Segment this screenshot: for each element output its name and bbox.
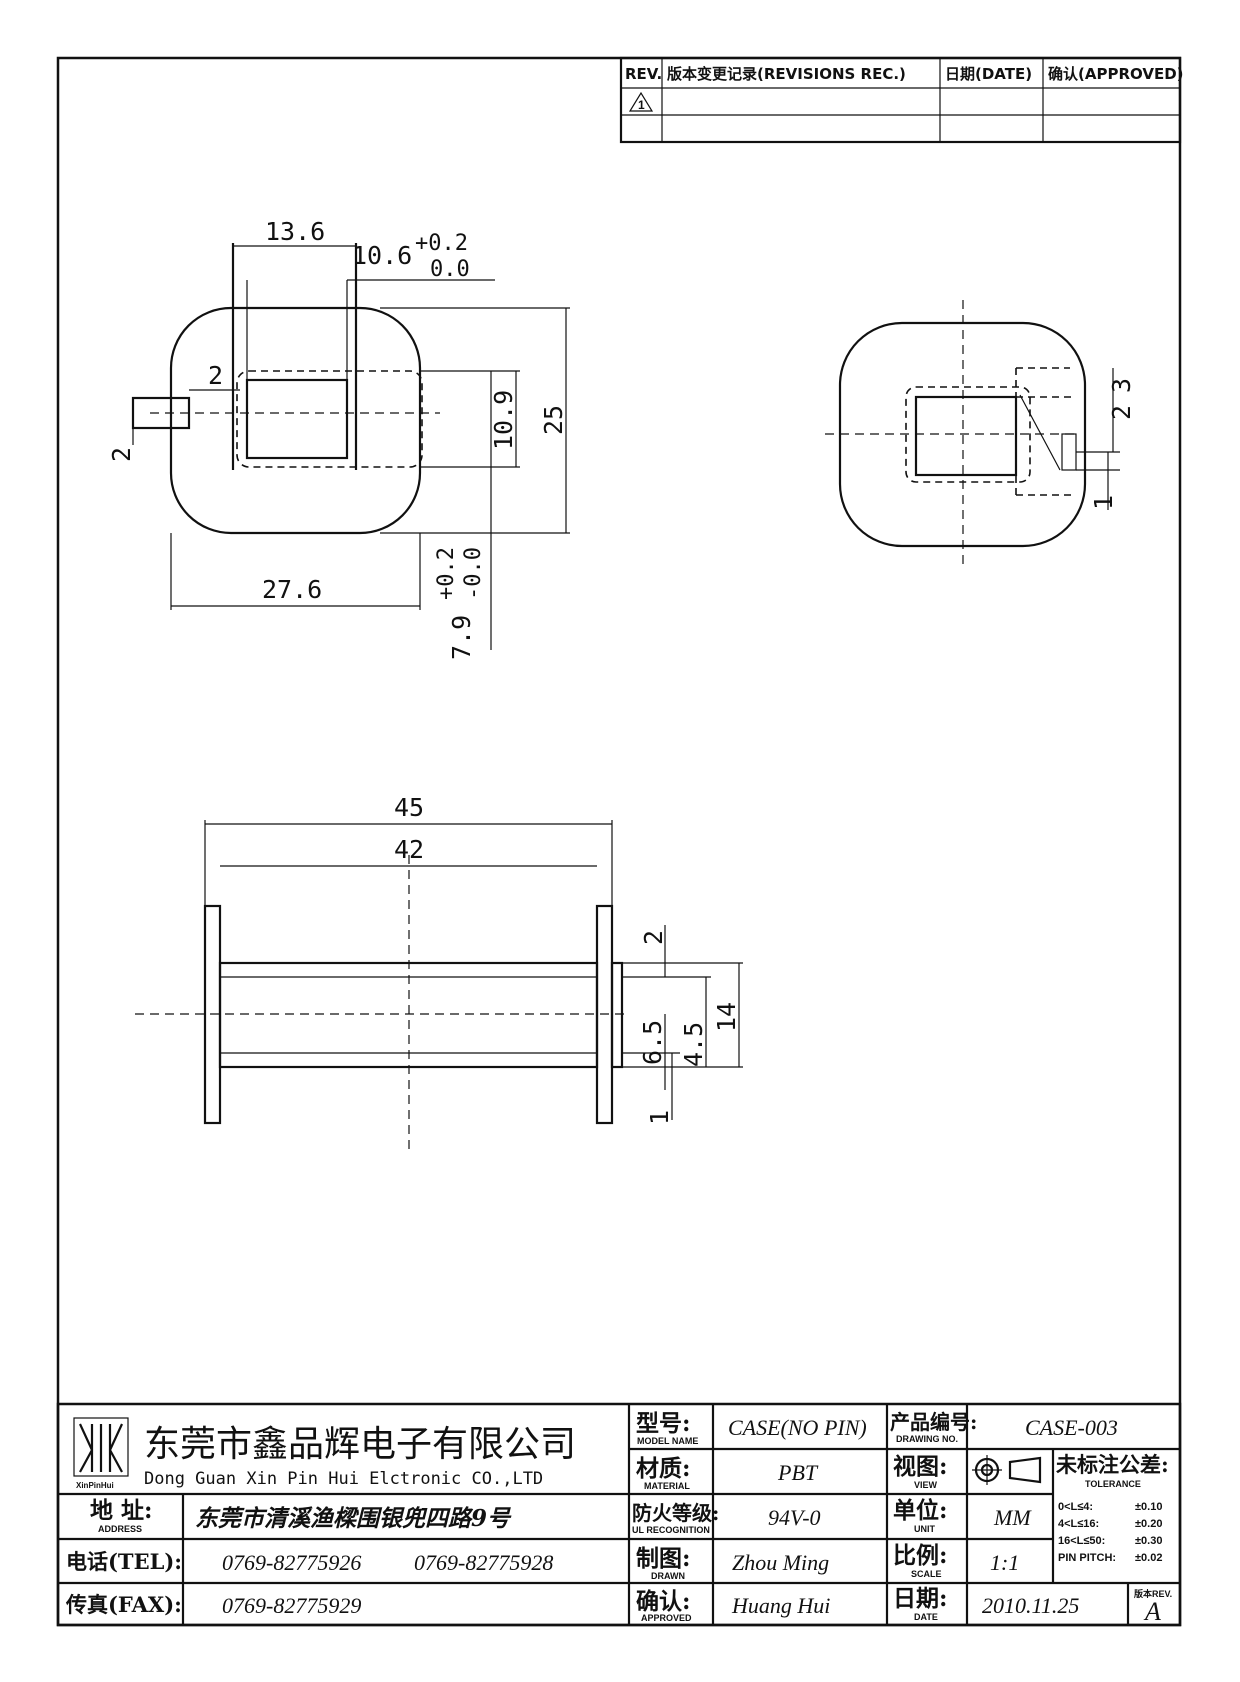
address-value: 东莞市清溪渔樑围银兜四路9号 [195, 1505, 512, 1532]
side-dim-2: 2 [1107, 405, 1136, 420]
tolerance-value-0: ±0.10 [1135, 1501, 1162, 1513]
dim-25: 25 [539, 405, 568, 435]
fax-value: 0769-82775929 [222, 1593, 361, 1618]
revision-triangle-icon: 1 [628, 91, 654, 112]
view-label-en: VIEW [914, 1480, 938, 1490]
date-label: 日期: [893, 1585, 948, 1612]
side-view: 2 3 1 [825, 300, 1136, 570]
approved-label: 确认: [636, 1588, 691, 1615]
tolerance-label-en: TOLERANCE [1085, 1479, 1141, 1489]
flame-label-en: UL RECOGNITION [632, 1525, 710, 1535]
side-view-inner-hidden [905, 386, 1031, 483]
scale-label: 比例: [893, 1542, 948, 1569]
tel-label: 电话(TEL): [66, 1549, 182, 1574]
approved-value: Huang Hui [731, 1593, 830, 1618]
top-view-flange-outline [169, 306, 422, 535]
third-angle-projection-icon [972, 1455, 1042, 1485]
material-label: 材质: [636, 1455, 691, 1482]
drawn-value: Zhou Ming [732, 1550, 829, 1575]
rev-header: REV. [625, 65, 662, 83]
dim-7-9-upper-tol: +0.2 [434, 547, 459, 600]
address-label: 地 址: [90, 1497, 153, 1524]
tolerance-value-3: ±0.02 [1135, 1552, 1162, 1564]
tolerance-value-2: ±0.30 [1135, 1535, 1162, 1547]
model-label-en: MODEL NAME [637, 1436, 698, 1446]
scale-label-en: SCALE [911, 1569, 942, 1579]
revision-date-header: 日期(DATE) [945, 65, 1032, 83]
front-view-pin-stub [610, 961, 624, 1069]
dim-2-tab: 2 [208, 361, 223, 390]
flame-label: 防火等级: [632, 1501, 719, 1525]
rev-label: 版本REV. [1133, 1588, 1172, 1599]
model-value: CASE(NO PIN) [728, 1415, 867, 1440]
material-label-en: MATERIAL [644, 1481, 690, 1491]
dim-10-6: 10.6 [352, 241, 412, 270]
front-dim-45: 45 [394, 793, 424, 822]
front-dim-4-5: 4.5 [679, 1022, 708, 1067]
front-dim-6-5: 6.5 [638, 1020, 667, 1065]
company-name-en: Dong Guan Xin Pin Hui Elctronic CO.,LTD [144, 1469, 543, 1489]
top-view-inner-hidden [236, 370, 423, 468]
tolerance-range-0: 0<L≤4: [1058, 1501, 1093, 1513]
tel-value-1: 0769-82775926 [222, 1550, 361, 1575]
dim-10-6-lower-tol: 0.0 [430, 257, 470, 282]
material-value: PBT [777, 1460, 819, 1485]
tolerance-range-3: PIN PITCH: [1058, 1552, 1116, 1564]
side-dim-1: 1 [1089, 495, 1118, 510]
dim-7-9: 7.9 [447, 615, 476, 660]
tolerance-range-2: 16<L≤50: [1058, 1535, 1105, 1547]
date-value: 2010.11.25 [982, 1593, 1079, 1618]
front-dim-14: 14 [712, 1002, 741, 1032]
drawn-label: 制图: [636, 1545, 691, 1572]
svg-text:XinPinHui: XinPinHui [76, 1481, 114, 1490]
tel-value-2: 0769-82775928 [414, 1550, 553, 1575]
title-block: XinPinHui 东莞市鑫品辉电子有限公司 Dong Guan Xin Pin… [56, 1402, 1182, 1627]
drawing-no-label-en: DRAWING NO. [896, 1434, 958, 1444]
tolerance-label: 未标注公差: [1056, 1452, 1169, 1477]
unit-label-en: UNIT [914, 1524, 935, 1534]
dim-27-6: 27.6 [262, 575, 322, 604]
rev-value: A [1143, 1597, 1161, 1626]
side-view-window [914, 395, 1018, 477]
drawing-no-value: CASE-003 [1025, 1415, 1118, 1440]
dim-2-left: 2 [107, 447, 136, 462]
front-dim-2: 2 [639, 930, 668, 945]
dim-10-6-upper-tol: +0.2 [415, 231, 468, 256]
side-dim-3: 3 [1107, 378, 1136, 393]
tolerance-value-1: ±0.20 [1135, 1518, 1162, 1530]
fax-label: 传真(FAX): [65, 1592, 182, 1617]
front-view: 45 42 2 14 6.5 4.5 1 [135, 793, 743, 1150]
drawn-label-en: DRAWN [651, 1571, 685, 1581]
dim-10-9: 10.9 [489, 390, 518, 450]
dim-7-9-lower-tol: -0.0 [461, 547, 486, 600]
approved-label-en: APPROVED [641, 1613, 692, 1623]
model-label: 型号: [636, 1410, 691, 1437]
top-view: 13.6 10.6 +0.2 0.0 2 2 10.9 25 27.6 7.9 … [107, 217, 570, 660]
front-dim-1: 1 [645, 1110, 674, 1125]
svg-text:1: 1 [638, 98, 645, 112]
view-label: 视图: [893, 1453, 948, 1480]
top-view-window [245, 378, 349, 460]
revision-approved-header: 确认(APPROVED) [1048, 65, 1184, 83]
unit-label: 单位: [893, 1497, 948, 1524]
revision-block: REV. 版本变更记录(REVISIONS REC.) 日期(DATE) 确认(… [619, 56, 1184, 144]
scale-value: 1:1 [990, 1550, 1019, 1575]
sheet-border [56, 56, 1182, 1627]
flame-value: 94V-0 [768, 1505, 821, 1530]
unit-value: MM [993, 1505, 1032, 1530]
revision-record-header: 版本变更记录(REVISIONS REC.) [667, 65, 906, 83]
date-label-en: DATE [914, 1612, 938, 1622]
address-label-en: ADDRESS [98, 1524, 142, 1534]
front-dim-42: 42 [394, 835, 424, 864]
dim-13-6: 13.6 [265, 217, 325, 246]
company-name-cn: 东莞市鑫品辉电子有限公司 [144, 1424, 576, 1465]
drawing-no-label: 产品编号: [890, 1410, 977, 1434]
tolerance-range-1: 4<L≤16: [1058, 1518, 1099, 1530]
company-logo: XinPinHui [73, 1417, 129, 1490]
